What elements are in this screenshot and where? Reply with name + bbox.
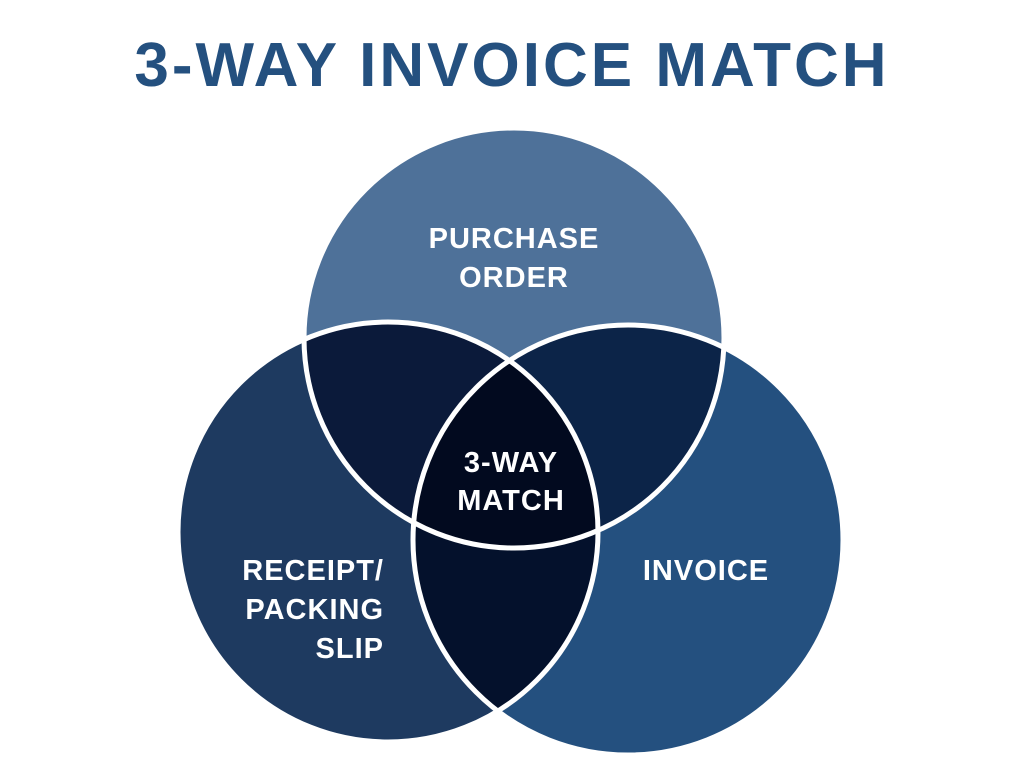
receipt-label-line3: SLIP (316, 633, 384, 665)
diagram-title: 3-WAY INVOICE MATCH (134, 31, 890, 100)
center-label-line2: MATCH (457, 485, 565, 517)
purchase-order-label-line2: ORDER (459, 262, 569, 294)
center-label-line1: 3-WAY (464, 447, 558, 479)
purchase-order-label-line1: PURCHASE (429, 223, 600, 255)
circle-outlines (175, 125, 846, 758)
receipt-outline (175, 319, 601, 745)
receipt-label-line1: RECEIPT/ (242, 555, 384, 587)
three-way-overlap (413, 325, 598, 548)
invoice-label: INVOICE (643, 555, 769, 587)
receipt-label-line2: PACKING (245, 594, 384, 626)
invoice-outline (410, 322, 846, 758)
